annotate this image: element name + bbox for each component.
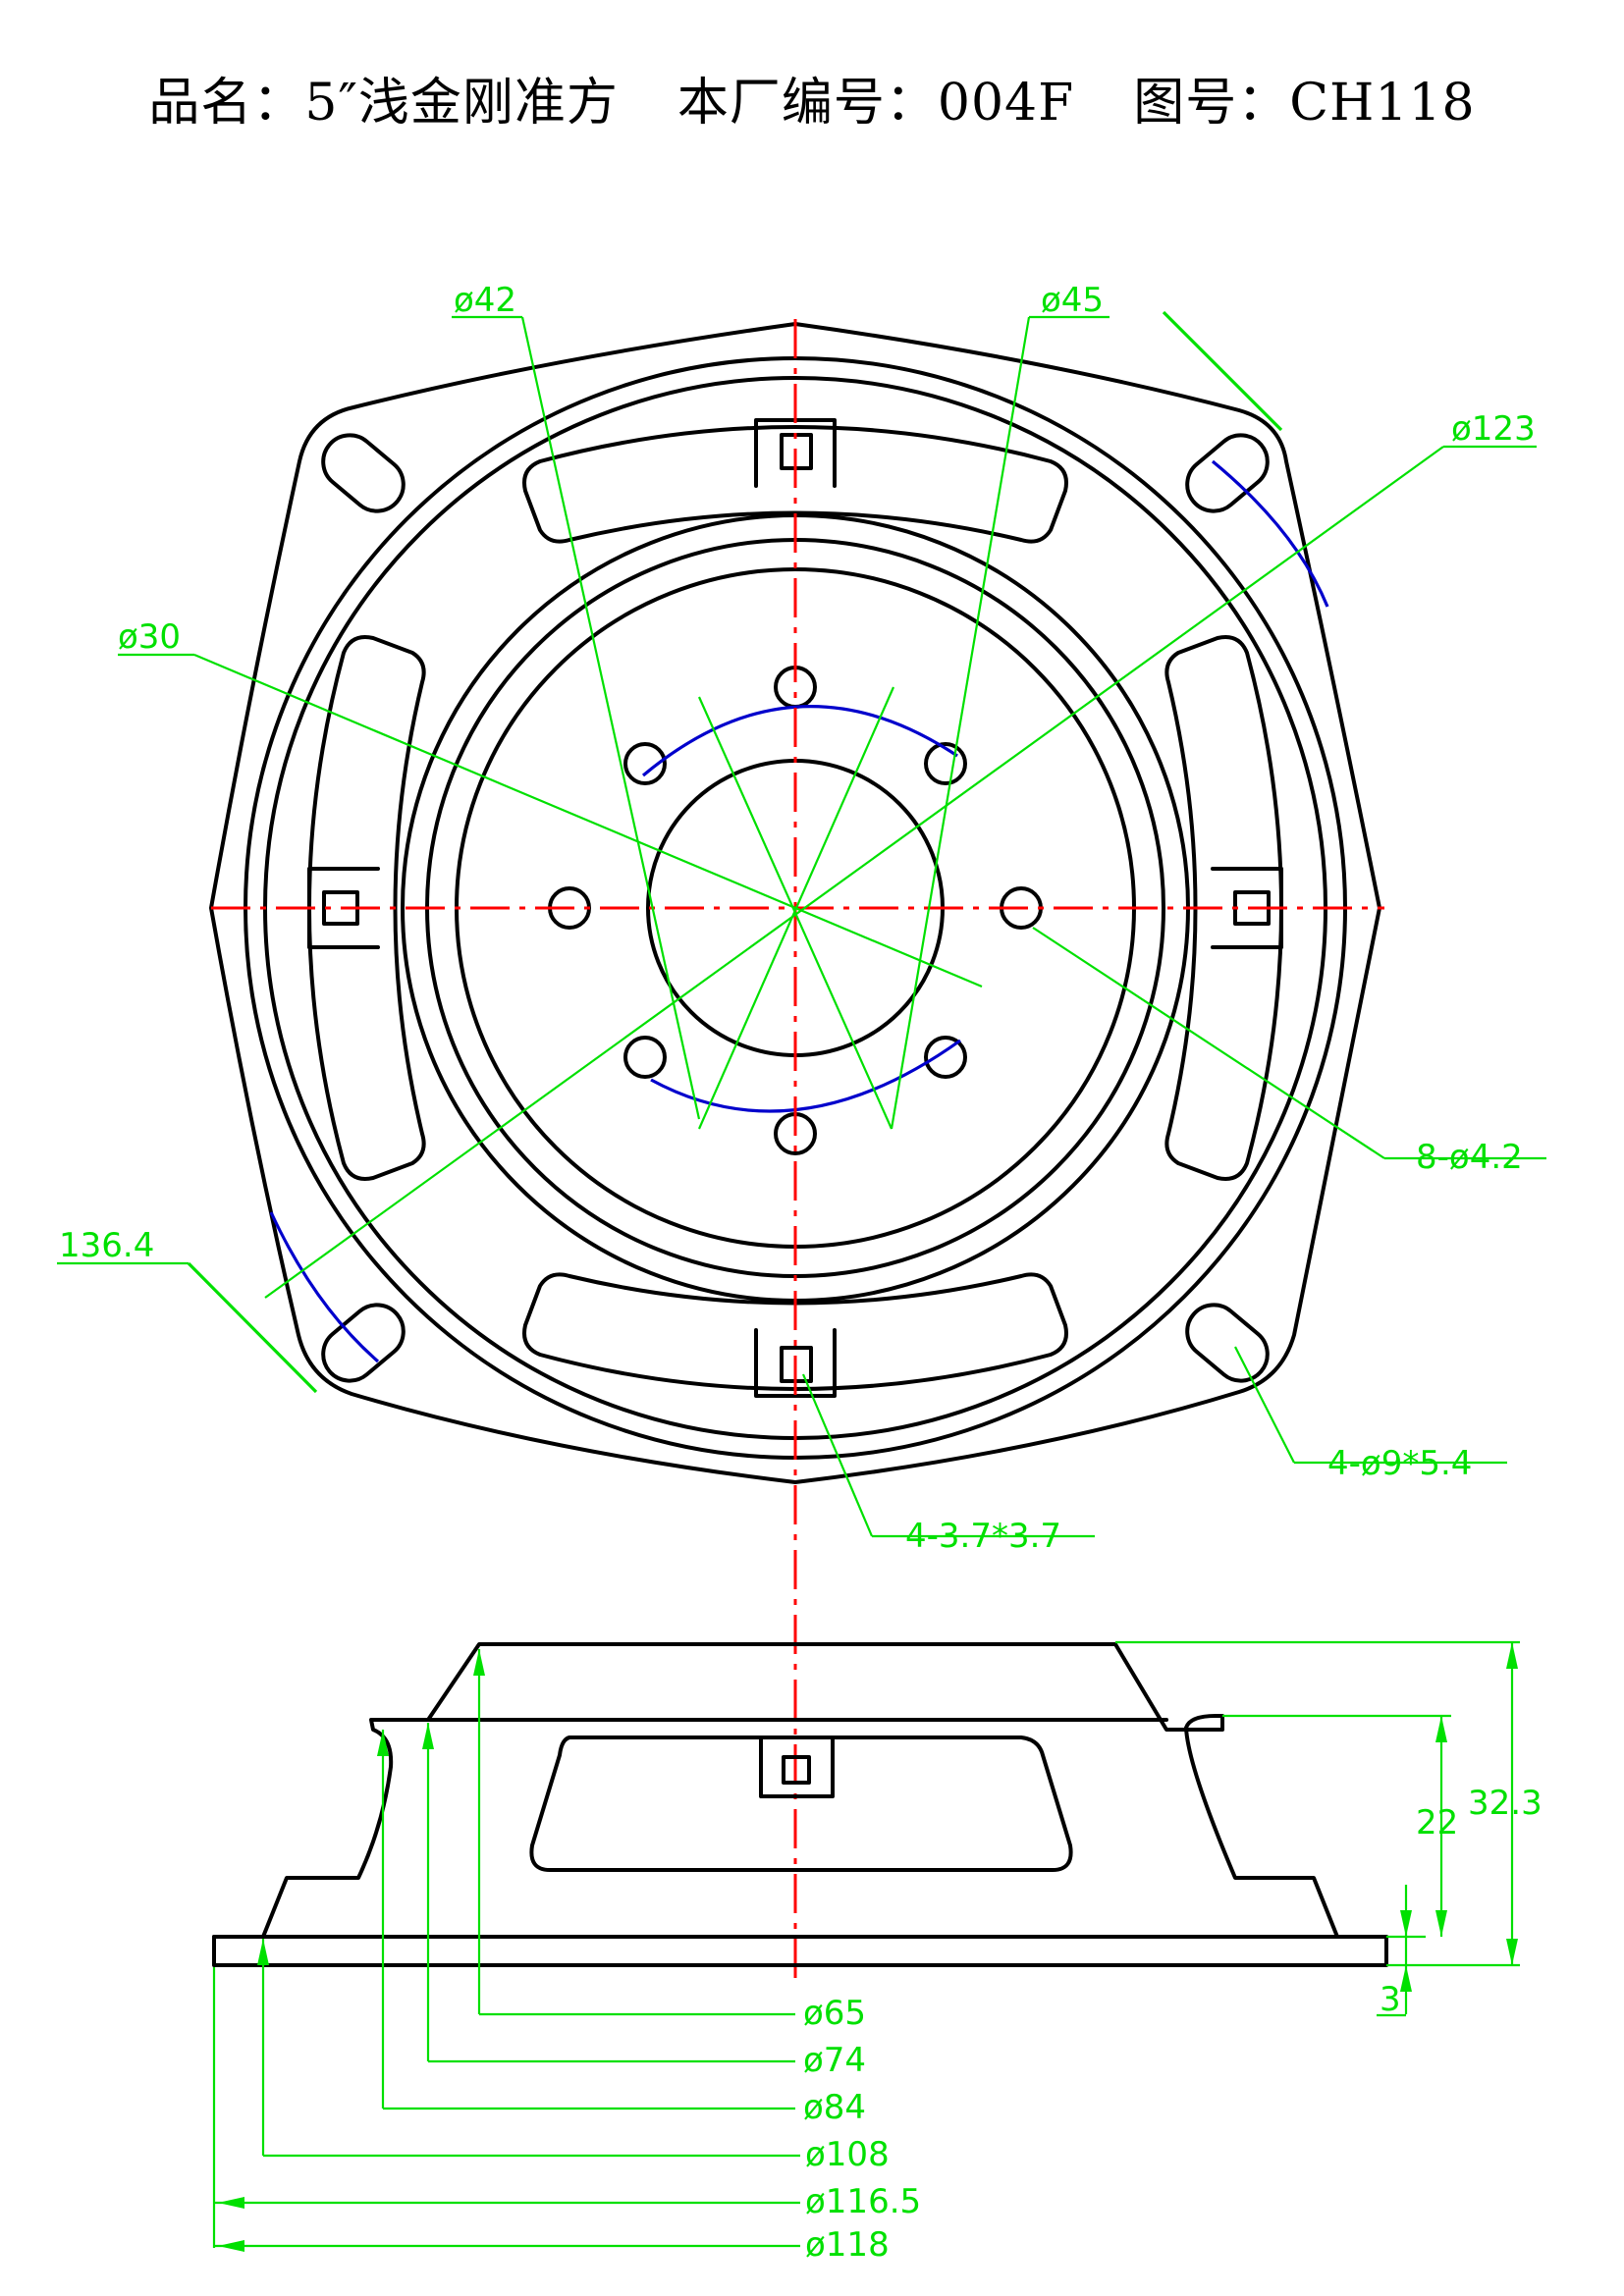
dim-d123-leader <box>264 446 1444 1299</box>
dim-d42-leader <box>520 316 701 1120</box>
small-hole-6 <box>623 1036 667 1079</box>
dim-22-arrow-bottom <box>1435 1910 1447 1937</box>
dim-d74-text: ø74 <box>803 2041 866 2080</box>
dim-d84-text: ø84 <box>803 2088 866 2127</box>
dim-3-arrow-bottom <box>1400 1965 1412 1992</box>
window-slot-right <box>1164 635 1283 1181</box>
top-view-dimensions: ø42 ø45 ø123 ø30 136.4 8-ø4.2 4-ø9*5.4 4… <box>57 281 1546 1556</box>
window-slot-bottom <box>522 1272 1068 1391</box>
side-tab <box>759 1735 835 1798</box>
arc-blue-ne <box>1211 459 1329 608</box>
dim-3-text: 3 <box>1380 1980 1401 2019</box>
dim-d1165-text: ø116.5 <box>805 2182 921 2221</box>
drawing-title: 品名：5″浅金刚准方本厂编号：004F 图号：CH118 <box>0 61 1624 134</box>
dim-d74-arrow <box>422 1723 434 1749</box>
dim-slots4-leader <box>801 1373 874 1537</box>
frame-outline <box>209 322 1381 1484</box>
side-square-hole <box>782 1755 811 1785</box>
arc-blue-bottom <box>650 1039 961 1113</box>
drawing-number: CH118 <box>1289 74 1476 133</box>
dim-d65-arrow <box>473 1649 485 1676</box>
small-hole-2 <box>924 742 967 785</box>
dim-323-text: 32.3 <box>1468 1784 1543 1823</box>
dim-d30-text: ø30 <box>118 617 181 657</box>
factory-number: 004F <box>937 74 1075 133</box>
dim-323-arrow-bottom <box>1506 1939 1518 1965</box>
arc-blue-sw <box>269 1211 380 1363</box>
factory-label: 本厂编号： <box>677 74 938 133</box>
dim-d108-arrow <box>257 1939 269 1965</box>
dim-d65-text: ø65 <box>803 1994 866 2033</box>
tab-bottom <box>754 1328 837 1398</box>
dim-d118-text: ø118 <box>805 2225 890 2265</box>
side-view-dimensions: 32.3 22 3 ø65 ø74 ø84 ø108 ø116.5 <box>212 1640 1543 2265</box>
dim-136-leader-2 <box>1162 310 1283 432</box>
dim-d45-text: ø45 <box>1041 281 1104 320</box>
side-view <box>212 1642 1388 1967</box>
side-window <box>529 1735 1073 1872</box>
dim-d42-text: ø42 <box>454 281 516 320</box>
product-label: 品名： <box>148 74 305 133</box>
dim-d45-leader <box>890 316 1031 1130</box>
small-hole-4 <box>924 1036 967 1079</box>
window-slot-top <box>522 425 1068 544</box>
dim-d108-text: ø108 <box>805 2135 890 2174</box>
side-profile <box>212 1642 1388 1967</box>
small-hole-8 <box>623 742 667 785</box>
dim-d30-leader <box>193 653 983 988</box>
mount-hole-tr <box>1185 433 1270 513</box>
product-name: 5″浅金刚准方 <box>304 74 619 133</box>
dim-holes8-leader <box>1032 927 1385 1159</box>
top-view <box>209 319 1384 1983</box>
mount-hole-tl <box>321 433 406 513</box>
mount-hole-bl <box>321 1303 406 1383</box>
dim-22-arrow-top <box>1435 1716 1447 1742</box>
dim-d118-arrow <box>218 2240 244 2252</box>
dim-22-text: 22 <box>1416 1803 1458 1842</box>
window-slot-left <box>307 635 426 1181</box>
dim-d1165-arrow <box>218 2197 244 2209</box>
dim-136-leader <box>187 1261 318 1394</box>
arc-blue-top <box>641 705 958 777</box>
dim-323-arrow-top <box>1506 1642 1518 1669</box>
mount-hole-br <box>1185 1303 1270 1383</box>
dim-136-text: 136.4 <box>59 1226 154 1265</box>
dim-holes4-leader <box>1234 1346 1295 1464</box>
dim-d84-arrow <box>377 1730 389 1756</box>
dim-d123-text: ø123 <box>1451 409 1536 449</box>
drawing-label: 图号： <box>1133 74 1290 133</box>
dim-3-arrow-top <box>1400 1910 1412 1937</box>
